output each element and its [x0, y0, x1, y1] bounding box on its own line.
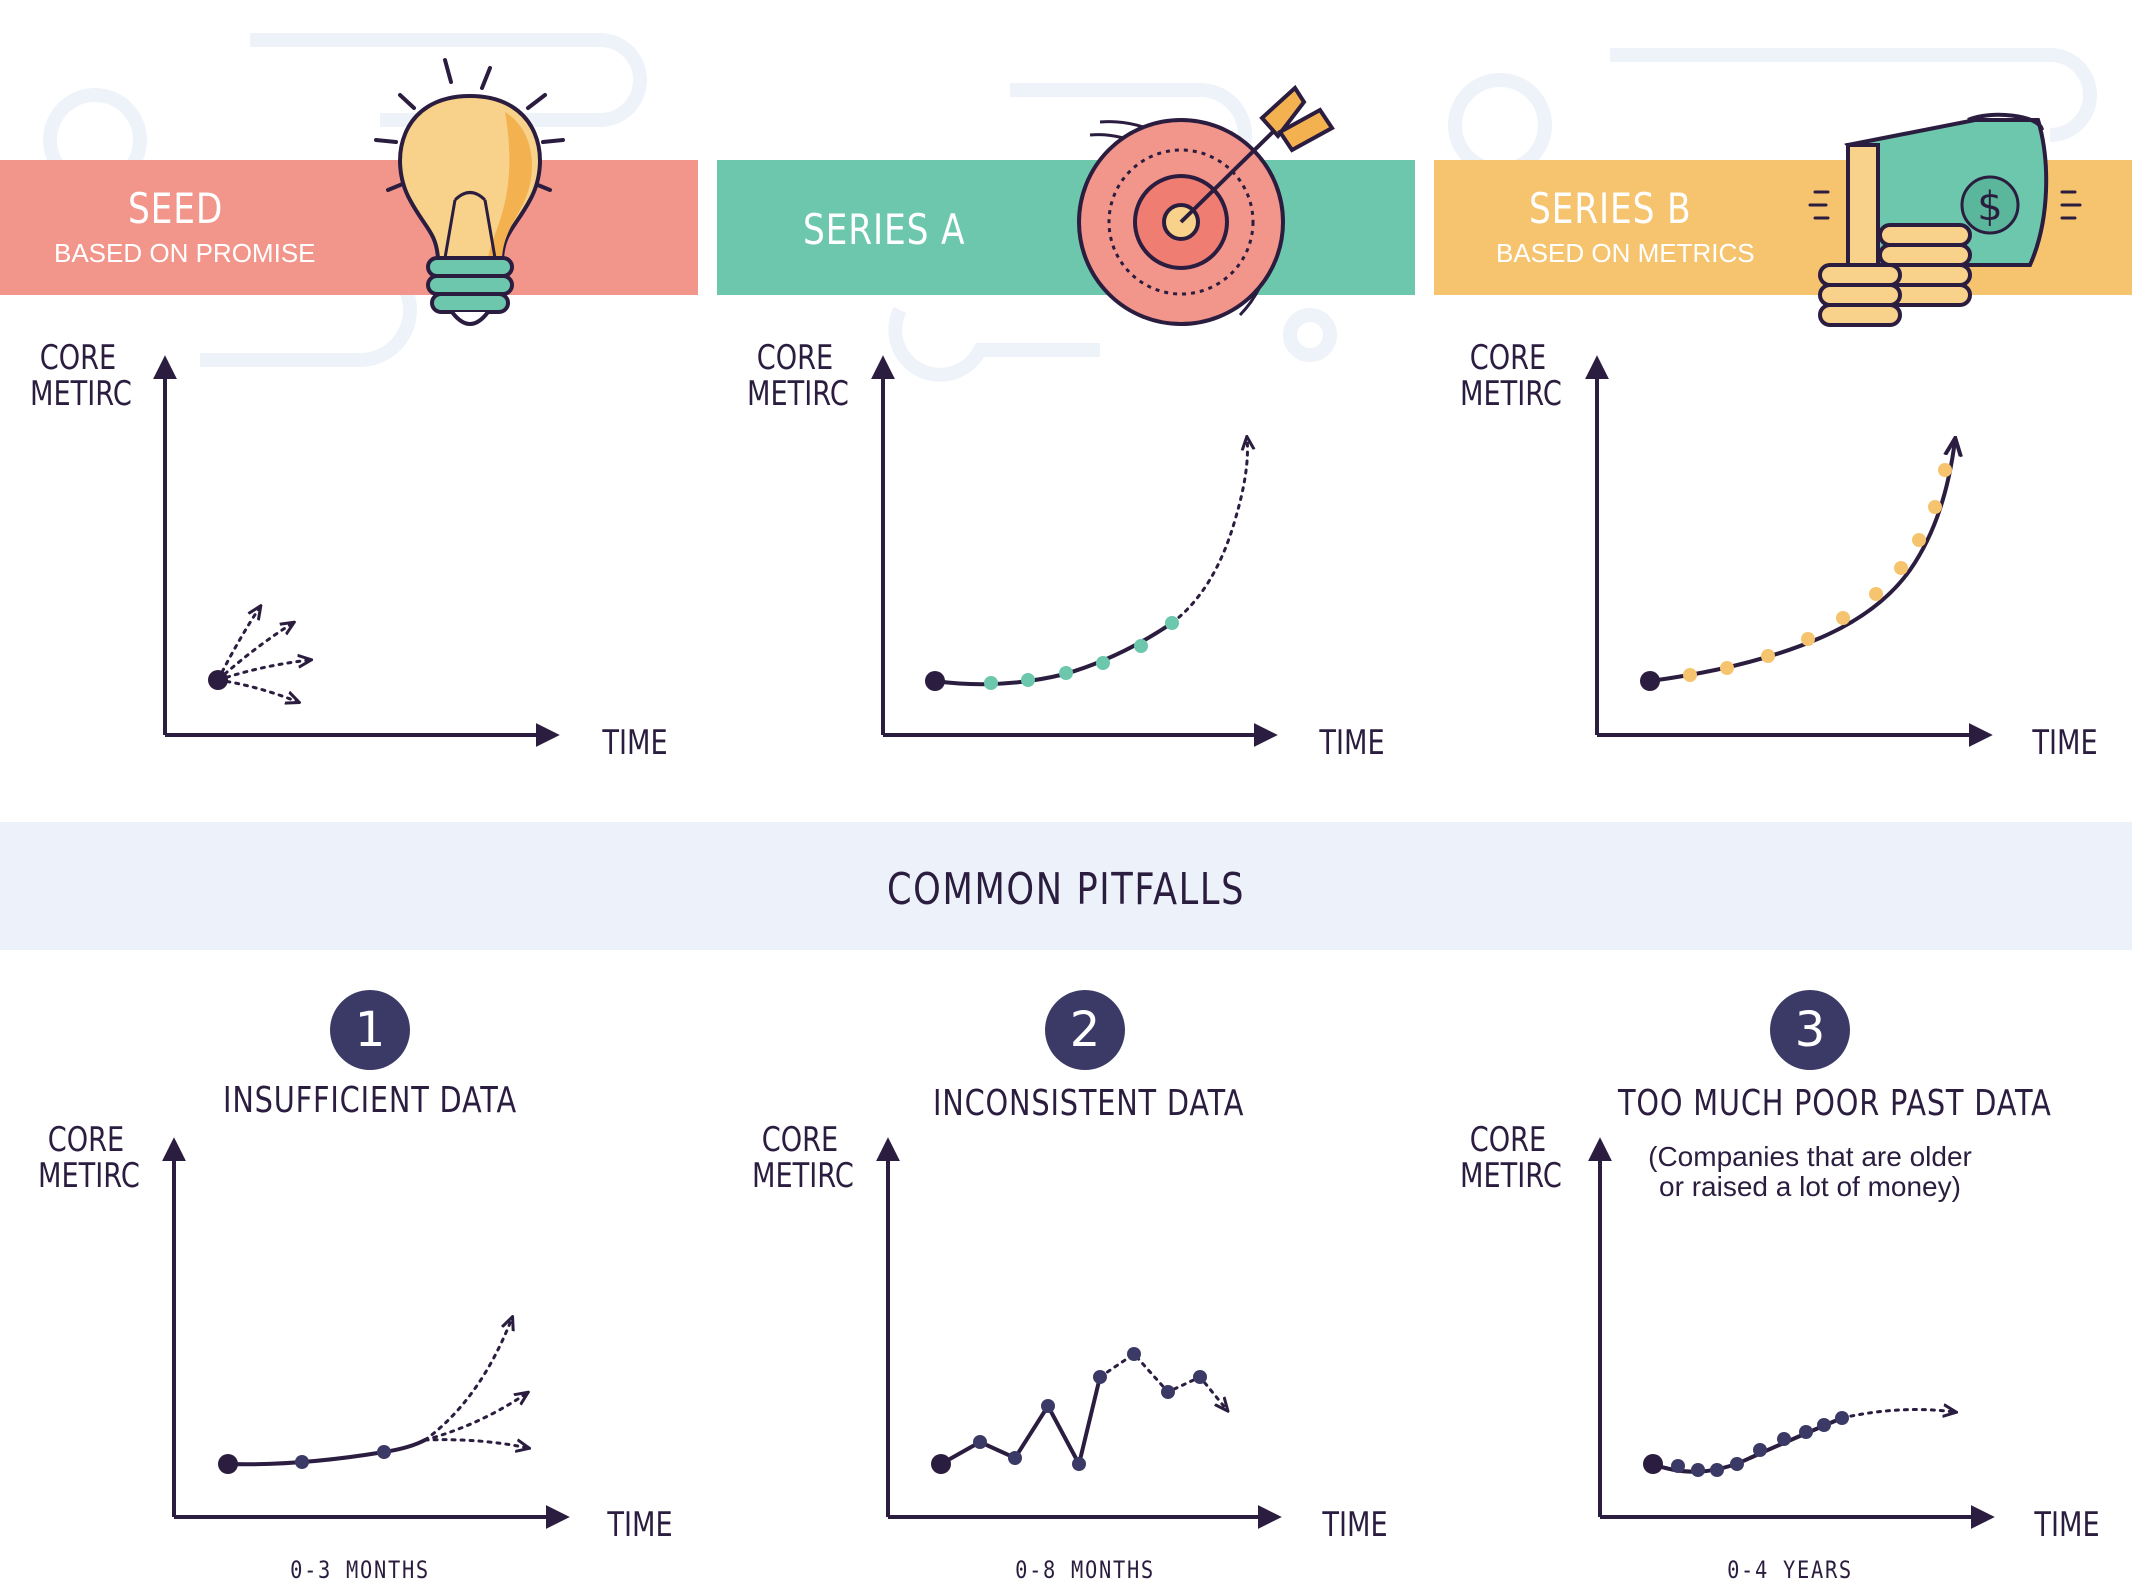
pitfall-2-data-point	[1127, 1347, 1141, 1361]
pitfall-2-badge: 2	[1045, 990, 1125, 1070]
pitfall-1-badge: 1	[330, 990, 410, 1070]
pitfall-1-x-label: TIME	[607, 1505, 673, 1545]
series-a-y-label: CORE METIRC	[747, 338, 849, 414]
pitfall-3-projection	[1840, 1410, 1955, 1420]
pitfall-2-data-point	[1193, 1370, 1207, 1384]
series-b-data-point	[1761, 649, 1775, 663]
pitfall-2-y-label: CORE METIRC	[752, 1120, 854, 1196]
series-a-data-point	[1059, 666, 1073, 680]
pitfall-3-data-point	[1817, 1418, 1831, 1432]
series-b-start-point	[1640, 671, 1660, 691]
series-a-x-label: TIME	[1319, 723, 1385, 763]
seed-band: SEED BASED ON PROMISE	[0, 160, 698, 295]
series-a-data-point	[1096, 656, 1110, 670]
pitfall-2-projection	[1098, 1352, 1227, 1410]
pitfall-1-projection-3	[423, 1438, 528, 1448]
pitfall-2-data-point	[1072, 1457, 1086, 1471]
seed-y-label: CORE METIRC	[30, 338, 132, 414]
series-b-y-label: CORE METIRC	[1460, 338, 1562, 414]
series-b-data-point	[1928, 500, 1942, 514]
pitfall-3-y-label: CORE METIRC	[1460, 1120, 1562, 1196]
pitfall-1-data-point	[377, 1445, 391, 1459]
pitfall-2-start-point	[931, 1454, 951, 1474]
series-b-data-point	[1683, 668, 1697, 682]
series-a-projection	[1170, 438, 1248, 625]
series-b-x-label: TIME	[2032, 723, 2098, 763]
seed-projection-3	[216, 660, 310, 682]
pitfall-3-range: 0-4 YEARS	[1727, 1556, 1853, 1584]
series-b-subtitle: BASED ON METRICS	[1496, 238, 1755, 268]
pitfall-3-data-point	[1777, 1432, 1791, 1446]
pitfall-1-projection-2	[423, 1393, 527, 1442]
series-b-data-point	[1720, 661, 1734, 675]
series-b-title: SERIES B	[1529, 184, 1692, 233]
series-b-data-point	[1938, 463, 1952, 477]
seed-title: SEED	[128, 184, 224, 233]
series-a-start-point	[925, 671, 945, 691]
series-a-data-point	[1021, 673, 1035, 687]
pitfalls-title: COMMON PITFALLS	[886, 864, 1246, 915]
series-a-curve	[933, 621, 1174, 687]
seed-x-label: TIME	[602, 723, 668, 763]
series-a-band: SERIES A	[717, 160, 1415, 295]
pitfall-3-data-point	[1691, 1463, 1705, 1477]
pitfall-1-start-point	[218, 1454, 238, 1474]
pitfall-3-data-point	[1753, 1443, 1767, 1457]
series-a-title: SERIES A	[803, 205, 966, 254]
pitfall-3-data-point	[1799, 1425, 1813, 1439]
pitfall-2-line	[939, 1375, 1102, 1470]
pitfall-3-badge: 3	[1770, 990, 1850, 1070]
pitfall-3-data-point	[1730, 1457, 1744, 1471]
pitfall-3-title: TOO MUCH POOR PAST DATA	[1618, 1083, 2052, 1124]
pitfall-2-data-point	[1008, 1451, 1022, 1465]
seed-subtitle: BASED ON PROMISE	[54, 238, 316, 268]
pitfall-2-data-point	[973, 1435, 987, 1449]
series-b-data-point	[1801, 632, 1815, 646]
seed-projection-1	[216, 607, 260, 682]
pitfall-1-projection-1	[423, 1318, 512, 1442]
pitfall-2-data-point	[1161, 1385, 1175, 1399]
pitfall-2-title: INCONSISTENT DATA	[933, 1083, 1245, 1124]
pitfall-3-start-point	[1643, 1454, 1663, 1474]
pitfall-2-data-point	[1093, 1370, 1107, 1384]
series-b-curve	[1648, 440, 1955, 683]
seed-projection-4	[216, 678, 298, 702]
pitfall-2-range: 0-8 MONTHS	[1015, 1556, 1155, 1584]
pitfall-3-data-point	[1671, 1459, 1685, 1473]
series-a-data-point	[1134, 639, 1148, 653]
pitfall-3-note: (Companies that are older or raised a lo…	[1648, 1141, 1972, 1202]
pitfall-1-range: 0-3 MONTHS	[290, 1556, 430, 1584]
pitfall-3-data-point	[1835, 1411, 1849, 1425]
seed-projection-2	[216, 623, 293, 682]
pitfall-1-y-label: CORE METIRC	[38, 1120, 140, 1196]
pitfall-2-x-label: TIME	[1322, 1505, 1388, 1545]
series-b-data-point	[1894, 561, 1908, 575]
pitfall-3-x-label: TIME	[2034, 1505, 2100, 1545]
pitfalls-banner	[0, 822, 2132, 950]
pitfall-1-data-point	[295, 1455, 309, 1469]
series-b-data-point	[1912, 533, 1926, 547]
series-a-data-point	[1165, 616, 1179, 630]
pitfall-2-data-point	[1041, 1399, 1055, 1413]
pitfall-3-data-point	[1710, 1463, 1724, 1477]
series-a-data-point	[984, 676, 998, 690]
series-b-data-point	[1836, 611, 1850, 625]
pitfall-1-title: INSUFFICIENT DATA	[223, 1080, 517, 1121]
pitfall-1-curve	[226, 1438, 427, 1467]
series-b-data-point	[1869, 587, 1883, 601]
